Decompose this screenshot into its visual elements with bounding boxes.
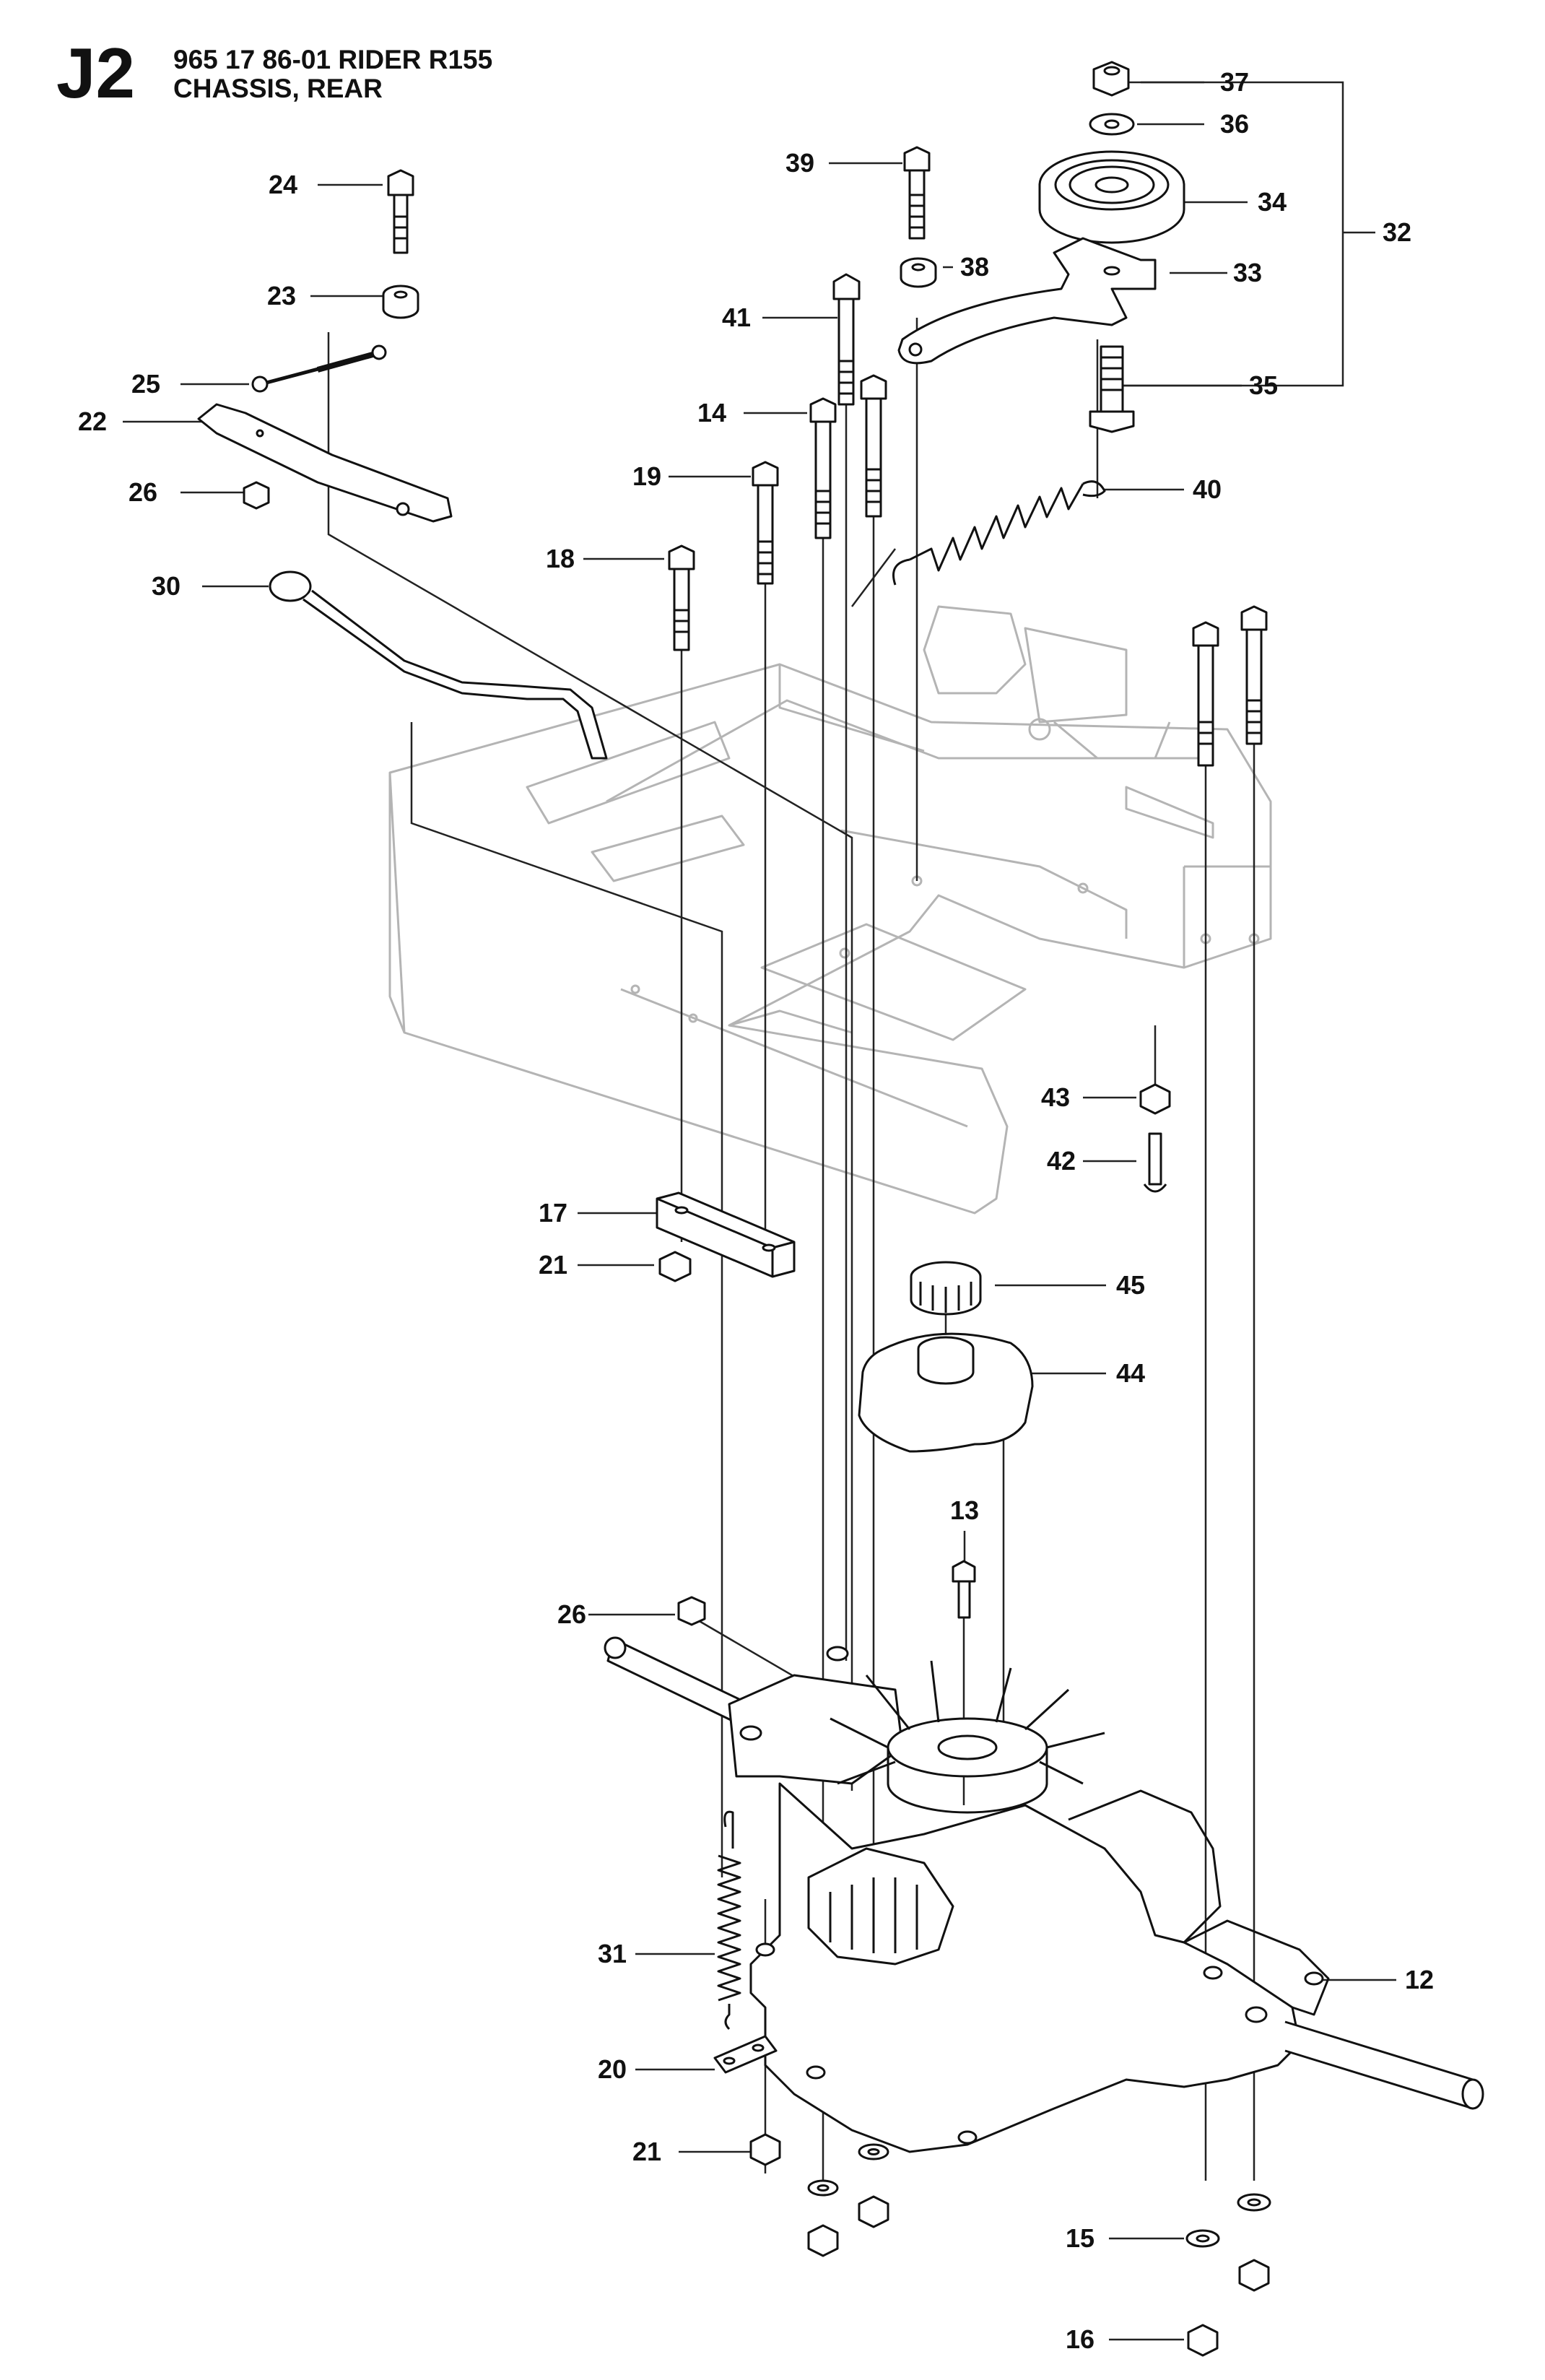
callout-34: 34	[1258, 187, 1287, 217]
part-right-nut	[1238, 2259, 1270, 2292]
part-37-nut	[1092, 61, 1130, 97]
callout-38: 38	[960, 252, 989, 282]
part-12-transaxle	[604, 1636, 1484, 2153]
part-14-bolt-second	[860, 374, 887, 518]
callout-16: 16	[1066, 2324, 1094, 2354]
part-24-bolt	[387, 169, 414, 254]
callout-17: 17	[539, 1198, 567, 1228]
callout-33: 33	[1233, 258, 1262, 287]
callout-41: 41	[722, 303, 751, 332]
callout-31: 31	[598, 1939, 627, 1968]
callout-30: 30	[152, 571, 180, 601]
callout-leaders	[123, 81, 1396, 2341]
part-18-bolt	[668, 544, 695, 651]
part-20-plate	[713, 2035, 778, 2074]
part-44-tank	[858, 1332, 1034, 1453]
part-42-pin	[1143, 1132, 1167, 1193]
part-lower-washer-2	[858, 2143, 889, 2160]
callout-35: 35	[1249, 370, 1278, 400]
part-39-bolt	[903, 146, 931, 240]
part-22-link	[197, 403, 453, 523]
callout-26-upper: 26	[129, 477, 157, 507]
part-33-idler-arm	[897, 237, 1157, 365]
part-19-bolt	[752, 461, 779, 585]
callout-14: 14	[697, 398, 726, 427]
callout-44: 44	[1116, 1358, 1145, 1388]
callout-23: 23	[267, 281, 296, 310]
callout-15: 15	[1066, 2223, 1094, 2253]
part-31-spring	[717, 1810, 741, 2031]
callout-43: 43	[1041, 1082, 1070, 1112]
callout-40: 40	[1193, 474, 1222, 504]
part-lower-nut-1	[807, 2224, 839, 2257]
part-right-washer	[1237, 2193, 1271, 2212]
part-right-bolt-1	[1192, 621, 1219, 767]
part-lower-washer-1	[807, 2179, 839, 2197]
part-26-nut-upper	[243, 481, 270, 510]
part-40-spring	[892, 480, 1106, 586]
section-title: CHASSIS, REAR	[173, 74, 383, 103]
parts	[197, 61, 1484, 2357]
part-35-shoulder-bolt	[1089, 345, 1135, 433]
callout-21-lower: 21	[632, 2137, 661, 2166]
callout-24: 24	[269, 170, 297, 199]
part-right-bolt-2	[1240, 605, 1268, 745]
callout-20: 20	[598, 2054, 627, 2084]
callout-25: 25	[131, 369, 160, 399]
callout-19: 19	[632, 461, 661, 491]
callout-26-lower: 26	[557, 1599, 586, 1629]
leader-lines	[327, 81, 1375, 2181]
part-43-nut	[1139, 1083, 1171, 1115]
part-21-nut-lower	[749, 2133, 781, 2166]
part-13-bolt	[952, 1560, 976, 1619]
part-14-bolt	[809, 397, 837, 539]
part-17-block	[656, 1191, 796, 1278]
part-21-nut-upper	[658, 1251, 692, 1282]
part-16-nut	[1187, 2324, 1219, 2357]
part-45-cap	[910, 1261, 982, 1316]
callout-32: 32	[1383, 217, 1411, 247]
page-code: J2	[56, 33, 136, 113]
part-lower-nut-2	[858, 2195, 889, 2228]
callout-39: 39	[785, 148, 814, 178]
part-30-rod	[269, 570, 608, 760]
part-36-washer	[1089, 113, 1135, 136]
callout-labels: 37 36 34 32 33 35 39 38 41 14 19 40 18 2…	[78, 67, 1434, 2354]
part-26-nut-lower	[677, 1596, 706, 1626]
callout-36: 36	[1220, 109, 1249, 139]
part-23-bushing	[382, 285, 419, 319]
callout-42: 42	[1047, 1146, 1076, 1176]
model-line: 965 17 86-01 RIDER R155	[173, 45, 493, 74]
part-34-pulley	[1038, 150, 1185, 244]
callout-45: 45	[1116, 1270, 1145, 1300]
callout-22: 22	[78, 407, 107, 436]
callout-13: 13	[950, 1495, 979, 1525]
callout-37: 37	[1220, 67, 1249, 97]
part-38-washer	[900, 257, 937, 288]
callout-18: 18	[546, 544, 575, 573]
part-25-rod-end	[251, 344, 387, 393]
callout-12: 12	[1405, 1965, 1434, 1994]
part-15-washer	[1185, 2229, 1220, 2248]
callout-21-upper: 21	[539, 1250, 567, 1280]
chassis-frame	[388, 605, 1272, 1215]
part-41-bolt	[832, 273, 861, 406]
